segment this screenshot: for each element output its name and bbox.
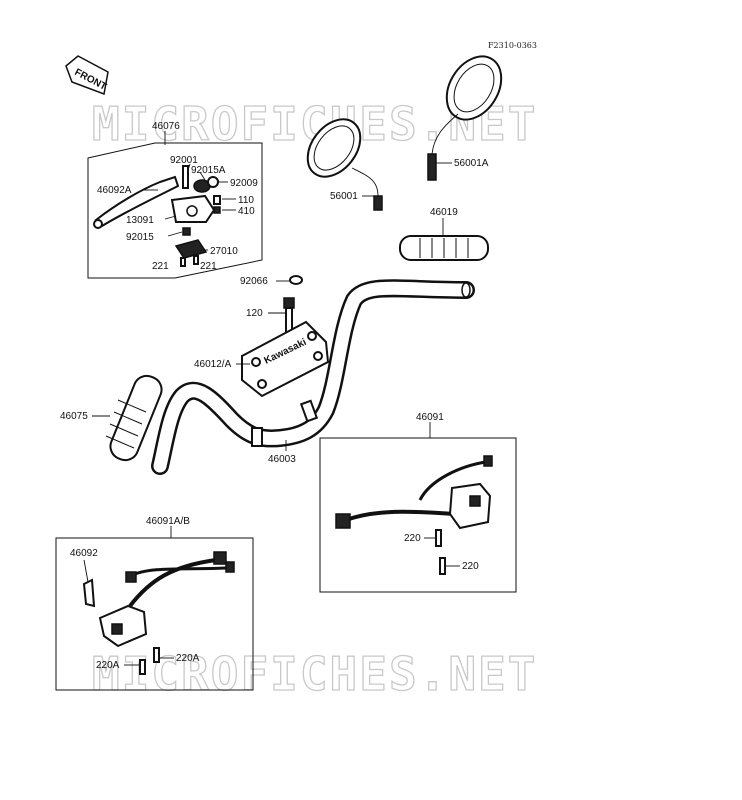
- lever-assembly-frame: [87, 142, 263, 279]
- label-220-upper: 220: [404, 533, 421, 544]
- label-46019: 46019: [430, 207, 458, 218]
- label-92001: 92001: [170, 155, 198, 166]
- front-arrow-icon: FRONT: [65, 55, 109, 96]
- right-switch-frame: [319, 437, 517, 593]
- left-switch-frame: [55, 537, 254, 691]
- mirror-right: [427, 55, 503, 181]
- label-27010: 27010: [210, 246, 238, 257]
- watermark-bottom: MICROFICHES.NET: [92, 647, 537, 701]
- label-46012A: 46012/A: [194, 359, 232, 370]
- label-120: 120: [246, 308, 263, 319]
- washer-92015: [182, 227, 191, 236]
- bolt-110: [213, 195, 221, 205]
- label-221-left: 221: [152, 261, 169, 272]
- clutch-lever: [93, 175, 180, 229]
- label-92066: 92066: [240, 276, 268, 287]
- label-92015A: 92015A: [191, 165, 226, 176]
- label-46092: 46092: [70, 548, 98, 559]
- label-410: 410: [238, 206, 255, 217]
- switch-27010: [174, 239, 208, 259]
- label-46091AB: 46091A/B: [146, 516, 190, 527]
- label-220A-left: 220A: [96, 660, 120, 671]
- lever-holder: [170, 194, 216, 223]
- left-grip-46075: [105, 374, 163, 462]
- label-110: 110: [238, 195, 254, 206]
- right-grip-46019: [399, 235, 489, 261]
- label-46076: 46076: [152, 121, 180, 132]
- left-switch-46091AB: [82, 551, 235, 675]
- label-56001A: 56001A: [454, 158, 489, 169]
- figure-code: F2310-0363: [488, 41, 537, 50]
- label-220A-right: 220A: [176, 653, 200, 664]
- mirror-left: [306, 118, 383, 211]
- screw-221-left: [180, 257, 186, 267]
- spring-92015A: [193, 176, 219, 193]
- label-46092A: 46092A: [97, 185, 132, 196]
- label-46091: 46091: [416, 412, 444, 423]
- bolt-92001: [182, 165, 189, 189]
- screw-221-right: [193, 255, 199, 265]
- label-220-lower: 220: [462, 561, 479, 572]
- label-56001: 56001: [330, 191, 358, 202]
- label-46003: 46003: [268, 454, 296, 465]
- handlebar-clamp-46012A: Kawasaki: [241, 320, 330, 398]
- nut-410: [213, 206, 221, 214]
- right-switch-46091: [335, 455, 493, 575]
- handlebar-46003: [151, 279, 475, 475]
- washer-92066: [289, 275, 303, 285]
- label-13091: 13091: [126, 215, 154, 226]
- label-46075: 46075: [60, 411, 88, 422]
- label-221-right: 221: [200, 261, 217, 272]
- label-92015: 92015: [126, 232, 154, 243]
- label-92009: 92009: [230, 178, 258, 189]
